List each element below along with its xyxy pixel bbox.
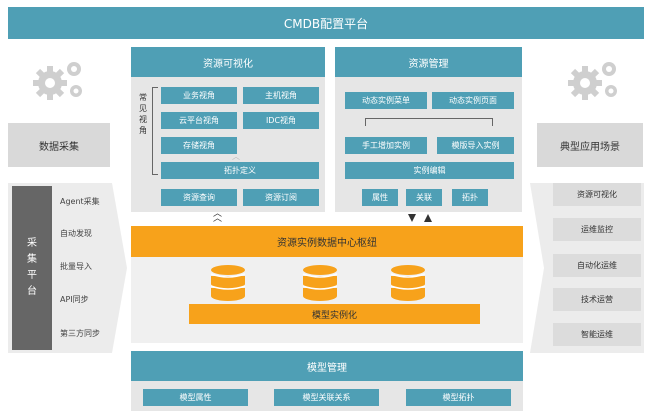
collection-item-agent: Agent采集 xyxy=(60,197,100,206)
views-bracket xyxy=(152,87,158,175)
hub-title-bar: 资源实例数据中心枢纽 xyxy=(131,226,523,257)
mgmt-bracket xyxy=(365,118,493,126)
viz-title-label: 资源可视化 xyxy=(203,58,253,70)
scenario-item: 自动化运维 xyxy=(553,254,641,277)
model-attributes: 模型属性 xyxy=(143,389,248,406)
dynamic-instance-menu: 动态实例菜单 xyxy=(345,92,427,109)
gears-icon xyxy=(30,55,90,105)
data-collection-title: 数据采集 xyxy=(8,123,110,167)
mgmt-title-label: 资源管理 xyxy=(408,58,449,70)
data-collection-label: 数据采集 xyxy=(39,141,79,153)
dynamic-instance-page: 动态实例页面 xyxy=(432,92,514,109)
model-topology: 模型拓扑 xyxy=(406,389,511,406)
manual-add-instance: 手工增加实例 xyxy=(345,137,427,154)
platform-char: 平 xyxy=(27,270,37,281)
view-cloud: 云平台视角 xyxy=(161,112,237,129)
vertical-char: 见 xyxy=(139,104,147,113)
gears-icon xyxy=(565,55,625,105)
collection-item-third-party: 第三方同步 xyxy=(60,329,100,338)
bidirectional-arrow-icon xyxy=(406,212,436,226)
attribute-button: 属性 xyxy=(362,189,398,206)
view-host: 主机视角 xyxy=(243,87,319,104)
mgmt-panel-title: 资源管理 xyxy=(335,47,522,77)
common-views-label: 常 见 视 角 xyxy=(137,92,149,136)
chevron-up-icon: ︿︿ xyxy=(213,209,223,224)
page-title: CMDB配置平台 xyxy=(283,16,369,31)
instance-edit: 实例编辑 xyxy=(345,162,514,179)
collection-platform-bar: 采 集 平 台 xyxy=(12,186,52,350)
scenario-item: 资源可视化 xyxy=(553,183,641,206)
scenarios-title: 典型应用场景 xyxy=(537,123,643,167)
relation-button: 关联 xyxy=(406,189,442,206)
resource-subscribe: 资源订阅 xyxy=(243,189,319,206)
scenario-item: 技术运营 xyxy=(553,288,641,311)
collection-item-discovery: 自动发现 xyxy=(60,229,92,238)
topology-definition: 拓扑定义 xyxy=(161,162,319,179)
platform-char: 台 xyxy=(27,286,37,297)
scenarios-label: 典型应用场景 xyxy=(560,141,620,153)
scenario-item: 运维监控 xyxy=(553,218,641,241)
platform-char: 采 xyxy=(27,238,37,249)
view-idc: IDC视角 xyxy=(243,112,319,129)
database-icon xyxy=(390,264,426,304)
resource-query: 资源查询 xyxy=(161,189,237,206)
model-relations: 模型关联关系 xyxy=(274,389,379,406)
header-bar: CMDB配置平台 xyxy=(8,7,644,39)
template-import-instance: 模版导入实例 xyxy=(437,137,514,154)
model-title-label: 模型管理 xyxy=(307,362,347,374)
vertical-char: 角 xyxy=(139,126,147,135)
collection-item-batch-import: 批量导入 xyxy=(60,262,92,271)
view-business: 业务视角 xyxy=(161,87,237,104)
vertical-char: 视 xyxy=(139,115,147,124)
scenario-item: 智能运维 xyxy=(553,323,641,346)
view-storage: 存储视角 xyxy=(161,137,237,154)
model-instantiation-bar: 模型实例化 xyxy=(189,304,480,324)
collection-item-api-sync: API同步 xyxy=(60,295,89,304)
viz-panel-title: 资源可视化 xyxy=(131,47,325,77)
database-icon xyxy=(302,264,338,304)
model-panel-title: 模型管理 xyxy=(131,351,523,381)
vertical-char: 常 xyxy=(139,93,147,102)
topology-button: 拓扑 xyxy=(452,189,488,206)
platform-char: 集 xyxy=(27,254,37,265)
hub-title-label: 资源实例数据中心枢纽 xyxy=(277,238,377,249)
model-instantiation-label: 模型实例化 xyxy=(311,310,357,321)
database-icon xyxy=(210,264,246,304)
